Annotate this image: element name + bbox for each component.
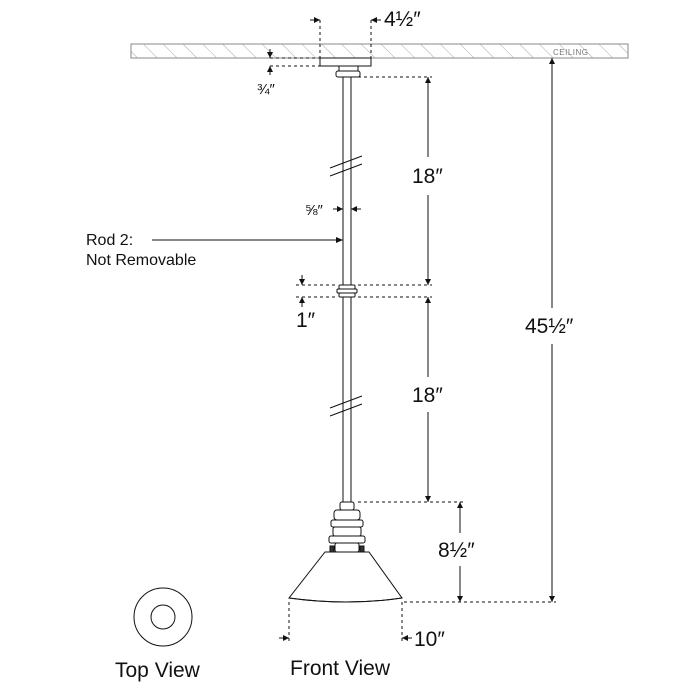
upper-rod-length-dimension (358, 76, 432, 286)
front-view-caption: Front View (290, 657, 391, 680)
rod-diameter-dimension (333, 206, 361, 212)
rod-diameter-label: ⅝″ (305, 202, 324, 219)
fixture-body (328, 501, 366, 553)
top-view-caption: Top View (115, 659, 201, 682)
upper-rod-length-label: 18″ (412, 165, 443, 188)
fixture-height-dimension (404, 502, 556, 603)
shade-width-label: 10″ (414, 628, 445, 651)
rod-callout-arrow (152, 237, 343, 243)
rod-coupler (336, 284, 358, 298)
shade (288, 551, 403, 603)
canopy-height-dimension (267, 49, 330, 75)
lower-rod-length-dimension (358, 296, 464, 503)
ceiling-label: CEILING (553, 48, 589, 57)
lower-rod (329, 296, 363, 503)
canopy (319, 57, 372, 78)
lower-rod-length-label: 18″ (412, 384, 443, 407)
ceiling: CEILING (130, 43, 629, 59)
shade-width-dimension (279, 602, 412, 642)
coupler-height-label: 1″ (296, 309, 316, 332)
rod-callout-line1: Rod 2: (86, 232, 133, 249)
upper-rod (329, 76, 363, 286)
rod-callout-line2: Not Removable (86, 252, 196, 269)
overall-height-label: 45½″ (525, 315, 574, 338)
top-view (133, 587, 193, 647)
coupler-height-dimension (296, 275, 338, 307)
overall-height-dimension (549, 58, 555, 602)
canopy-width-label: 4½″ (384, 8, 421, 31)
canopy-height-label: ¾″ (257, 81, 276, 98)
fixture-height-label: 8½″ (438, 539, 475, 562)
